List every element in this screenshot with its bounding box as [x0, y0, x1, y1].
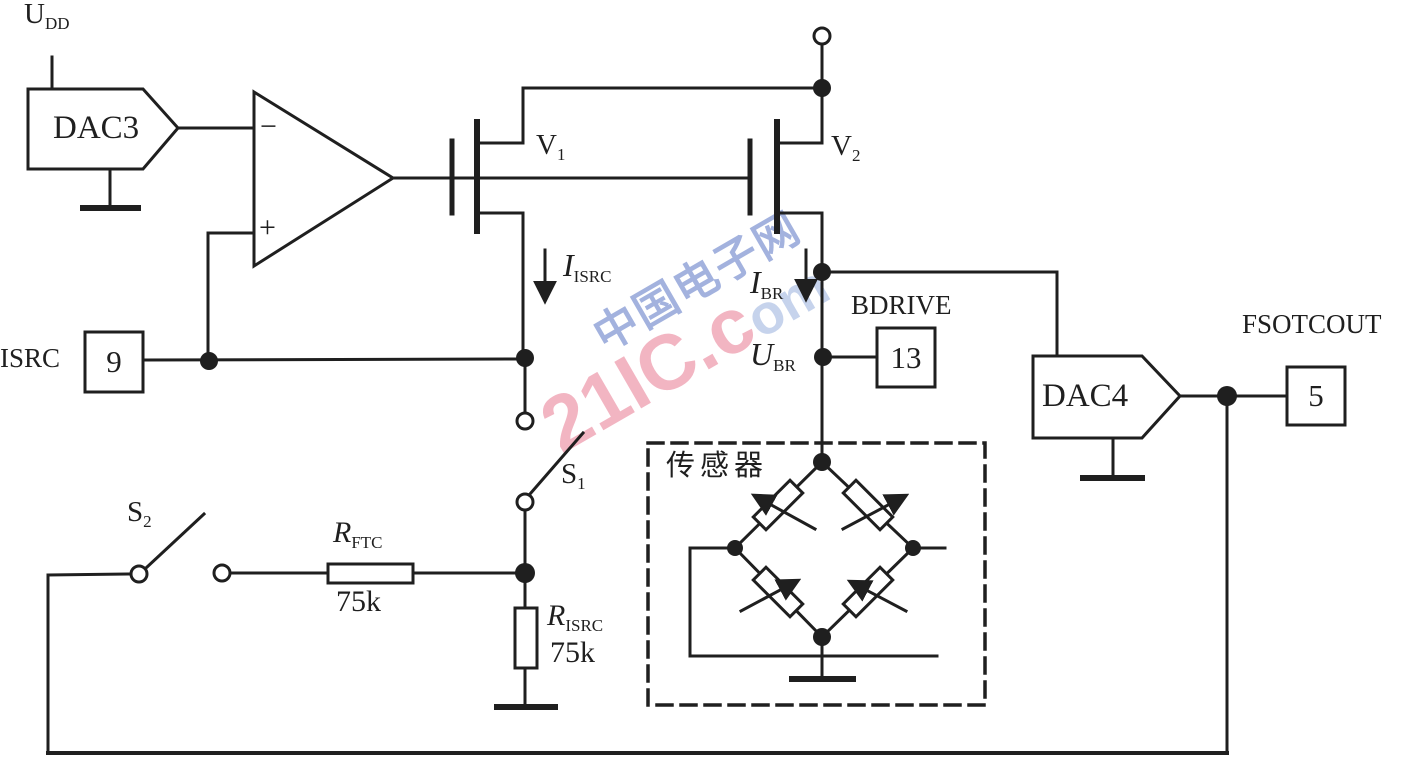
opamp-plus-sign: + — [259, 211, 276, 244]
v1-label: V1 — [536, 129, 566, 164]
top-terminal-circle — [812, 26, 832, 46]
iisrc-sub: ISRC — [573, 267, 612, 286]
sensor-label: 传感器 — [666, 450, 769, 482]
pin5-box — [1285, 365, 1347, 427]
v1-main: V — [536, 129, 557, 161]
fsotcout-pin-number: 5 — [1308, 378, 1324, 413]
risrc-resistor-body — [513, 606, 539, 670]
bridge-arrow-bottom-left — [738, 578, 802, 614]
s1-main: S — [561, 458, 578, 490]
risrc-sub: ISRC — [565, 616, 604, 635]
pin13-box — [875, 326, 937, 389]
bridge-node-right — [905, 540, 921, 556]
iisrc-label: IISRC — [563, 249, 611, 285]
dac4-label: DAC4 — [1042, 378, 1129, 414]
v2-sub: 2 — [851, 146, 861, 165]
bridge-arrow-top-left — [750, 493, 818, 532]
s1-label: S1 — [561, 458, 586, 493]
isrc-pin-label: ISRC — [0, 343, 61, 373]
junction-isrc-node — [516, 349, 534, 367]
junction-rftc-node — [515, 563, 535, 583]
bridge-left-node-wire — [688, 546, 939, 658]
junction-opamp-plus — [200, 352, 218, 370]
ibr-main: I — [750, 264, 761, 300]
bridge-arrow-bottom-right — [846, 579, 909, 614]
dac3-label: DAC3 — [53, 110, 140, 146]
bridge-resistor-top-right — [841, 478, 895, 532]
bdrive-pin-label: BDRIVE — [851, 290, 952, 320]
junction-ibr — [813, 263, 831, 281]
v2-main: V — [831, 130, 852, 162]
bridge-node-left — [727, 540, 743, 556]
s1-sub: 1 — [577, 474, 586, 493]
s1-terminal-top — [515, 411, 535, 431]
s1-terminal-bottom — [515, 492, 535, 512]
junction-fsotcout — [1217, 386, 1237, 406]
ibr-label: IBR — [750, 266, 783, 302]
rftc-label: RFTC — [333, 516, 383, 552]
v2-label: V2 — [831, 130, 861, 165]
rftc-resistor-body — [326, 562, 415, 585]
s2-terminal-left — [129, 564, 149, 584]
s1-lever — [527, 430, 586, 497]
s2-label: S2 — [127, 496, 152, 531]
s2-lever — [143, 511, 207, 571]
s2-main: S — [127, 496, 144, 528]
ubr-label: UBR — [750, 338, 796, 374]
s2-terminal-right — [212, 563, 232, 583]
opamp-minus-sign: − — [260, 110, 277, 143]
pin9-box — [83, 330, 145, 394]
udd-sub: DD — [44, 14, 70, 33]
rftc-value: 75k — [336, 585, 381, 618]
bridge-resistor-top-left — [751, 478, 805, 532]
udd-label: UDD — [24, 0, 70, 32]
rftc-sub: FTC — [351, 533, 383, 552]
ubr-main: U — [750, 336, 774, 372]
bridge-node-bottom — [813, 628, 831, 646]
ubr-sub: BR — [773, 356, 796, 375]
opamp-triangle — [252, 89, 396, 269]
isrc-pin-number: 9 — [106, 344, 122, 379]
wire-s2-left — [46, 572, 133, 577]
dac3-block — [26, 87, 180, 171]
bridge-arrow-top-right — [840, 493, 910, 532]
fsotcout-pin-label: FSOTCOUT — [1242, 309, 1382, 339]
bdrive-pin-number: 13 — [890, 339, 922, 375]
risrc-value: 75k — [550, 636, 595, 669]
ibr-sub: BR — [760, 284, 784, 303]
junction-ubr — [814, 348, 832, 366]
rftc-main: R — [333, 516, 352, 549]
udd-main: U — [24, 0, 45, 30]
iisrc-main: I — [563, 247, 574, 283]
s2-sub: 2 — [143, 512, 152, 531]
v1-sub: 1 — [556, 145, 566, 164]
risrc-main: R — [547, 599, 566, 632]
bridge-node-top — [813, 453, 831, 471]
sensor-dashed-box — [646, 441, 987, 707]
junction-top-rail — [813, 79, 831, 97]
risrc-label: RISRC — [547, 599, 604, 635]
dac4-block — [1031, 354, 1183, 440]
